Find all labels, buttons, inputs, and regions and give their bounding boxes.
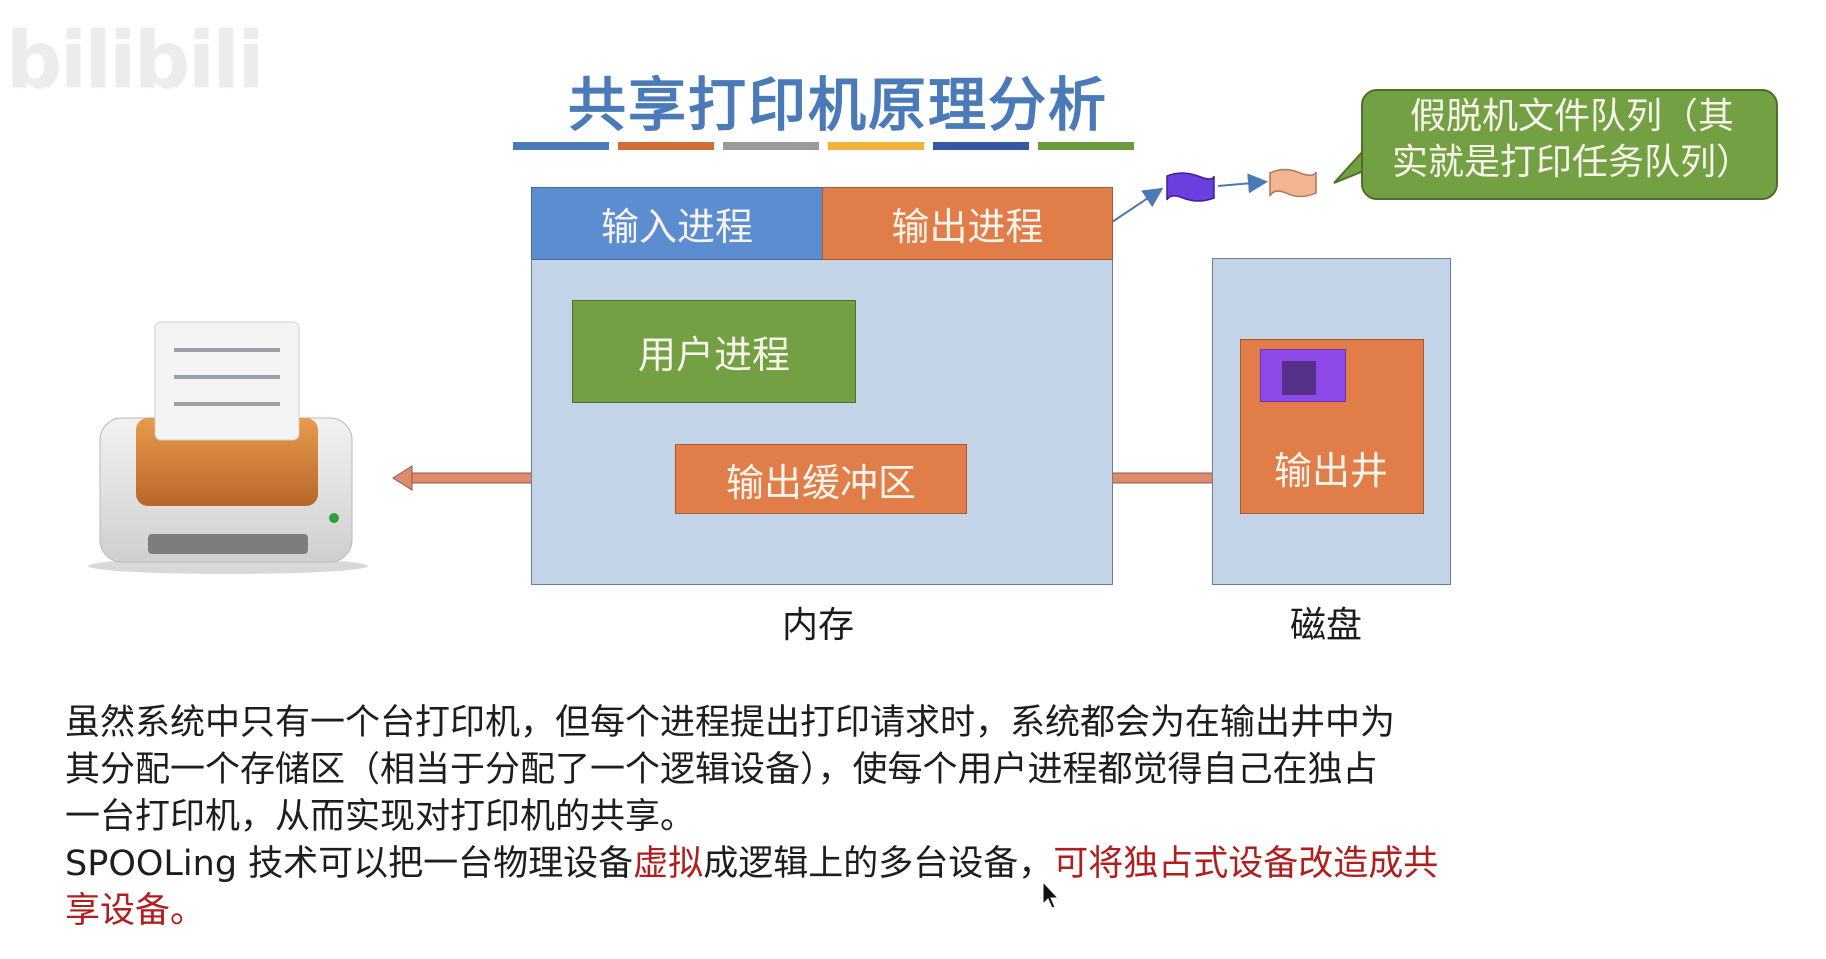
output-well-label: 输出井 [1273, 449, 1388, 493]
output-well-slot-inner [1282, 361, 1316, 395]
para-line-5: 享设备。 [65, 891, 206, 931]
queue-arrow-2 [1217, 173, 1268, 194]
spool-queue-callout-text: 假脱机文件队列（其 实就是打印任务队列） [1372, 94, 1772, 186]
user-process-box: 用户进程 [572, 300, 856, 403]
bilibili-watermark: bilibili [6, 16, 264, 106]
spool-queue-flag-purple [1166, 172, 1215, 202]
printer-icon [88, 321, 368, 574]
title-stripe [618, 142, 714, 150]
para-line-4: SPOOLing 技术可以把一台物理设备虚拟成逻辑上的多台设备，可将独占式设备改… [65, 841, 1585, 888]
title-stripe [828, 142, 924, 150]
output-process-box: 输出进程 [822, 187, 1113, 260]
memory-caption: 内存 [782, 605, 855, 646]
para-highlight-shared: 可将独占式设备改造成共 [1053, 844, 1439, 884]
para-line-3: 一台打印机，从而实现对打印机的共享。 [65, 797, 696, 837]
output-buffer-label: 输出缓冲区 [725, 460, 916, 505]
para-line-4-c: 成逻辑上的多台设备， [703, 844, 1054, 884]
title-stripe [933, 142, 1029, 150]
title-stripe [1038, 142, 1134, 150]
title-stripe [723, 142, 819, 150]
para-line-1: 虽然系统中只有一个台打印机，但每个进程提出打印请求时，系统都会为在输出井中为 [65, 703, 1396, 743]
slide-title: 共享打印机原理分析 [568, 71, 1109, 139]
callout-line-2: 实就是打印任务队列） [1391, 142, 1752, 183]
disk-caption: 磁盘 [1290, 605, 1363, 646]
title-stripe [513, 142, 609, 150]
output-process-label: 输出进程 [891, 205, 1044, 249]
spool-queue-callout [1361, 89, 1778, 200]
spool-queue-flag-peach [1269, 168, 1317, 198]
queue-arrow-1 [1111, 187, 1164, 223]
para-highlight-virtual: 虚拟 [633, 844, 704, 884]
input-process-label: 输入进程 [600, 205, 753, 249]
user-process-label: 用户进程 [637, 333, 790, 377]
para-line-4-a: SPOOLing 技术可以把一台物理设备 [65, 844, 634, 884]
output-buffer-box: 输出缓冲区 [675, 444, 967, 514]
callout-line-1: 假脱机文件队列（其 [1409, 96, 1734, 137]
input-process-box: 输入进程 [531, 187, 823, 260]
para-line-2: 其分配一个存储区（相当于分配了一个逻辑设备），使每个用户进程都觉得自己在独占 [65, 750, 1378, 790]
explanation-paragraph: 虽然系统中只有一个台打印机，但每个进程提出打印请求时，系统都会为在输出井中为 其… [65, 700, 1585, 935]
